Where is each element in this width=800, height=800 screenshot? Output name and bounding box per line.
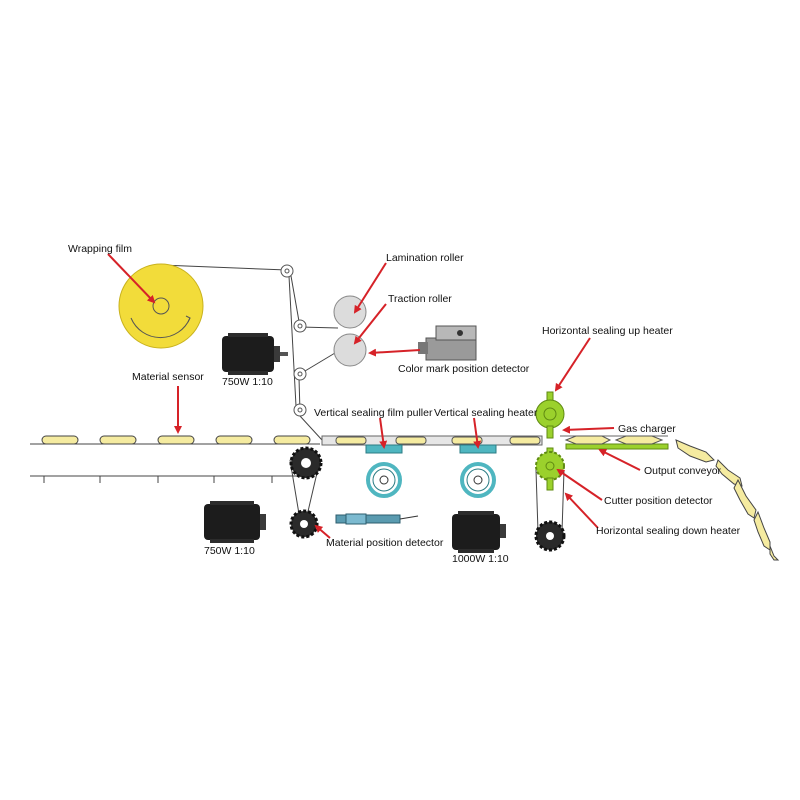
arrow-horizontal-up (554, 337, 591, 392)
arrow-cutter-detector (556, 468, 603, 501)
arrow-horizontal-down (564, 492, 599, 529)
label-vertical-heater: Vertical sealing heater (434, 407, 538, 419)
cutter-drive-chain (535, 469, 565, 533)
annotation-arrows (107, 253, 641, 539)
film-tube (321, 435, 543, 446)
label-material-sensor: Material sensor (132, 371, 204, 383)
arrow-wrapping-film (107, 253, 156, 304)
label-color-mark-detector: Color mark position detector (398, 363, 530, 375)
label-motor-top: 750W 1:10 (222, 376, 273, 388)
motor-right-1000w (452, 511, 506, 553)
label-motor-left: 750W 1:10 (204, 545, 255, 557)
material-position-detector-device (335, 513, 419, 525)
arrow-color-mark (368, 348, 421, 357)
arrow-lamination-roller (353, 262, 387, 314)
label-vertical-puller: Vertical sealing film puller (314, 407, 433, 419)
label-gas-charger: Gas charger (618, 423, 676, 435)
input-conveyor (30, 443, 321, 521)
conveyor-sprocket-lower (289, 509, 319, 539)
motor-left-750w (204, 501, 266, 543)
label-lamination-roller: Lamination roller (386, 252, 464, 264)
conveyor-sprocket-upper (289, 446, 323, 480)
idler-rollers (280, 264, 307, 417)
label-material-position-detector: Material position detector (326, 537, 444, 549)
wrapping-film-reel (118, 263, 204, 349)
arrow-vertical-puller (379, 417, 388, 449)
arrow-traction-roller (353, 303, 387, 345)
labels: Wrapping film Lamination roller Traction… (68, 243, 741, 565)
label-traction-roller: Traction roller (388, 293, 452, 305)
arrow-vertical-heater (473, 417, 482, 449)
label-wrapping-film: Wrapping film (68, 243, 132, 255)
label-horizontal-up-heater: Horizontal sealing up heater (542, 325, 673, 337)
motor-top-750w (222, 333, 288, 375)
vertical-sealing-blocks (365, 444, 497, 454)
horizontal-sealing-down-heater (535, 447, 565, 491)
label-horizontal-down-heater: Horizontal sealing down heater (596, 525, 741, 537)
input-products (41, 435, 311, 445)
color-mark-detector-device (418, 325, 477, 361)
arrow-gas-charger (562, 425, 615, 434)
horizontal-sealing-up-heater (535, 391, 565, 439)
traction-roller (333, 333, 367, 367)
vertical-sealing-wheel-right (460, 462, 496, 498)
output-conveyor (560, 435, 669, 450)
output-packages (675, 439, 780, 561)
arrow-material-position (314, 524, 331, 539)
lamination-roller (333, 295, 367, 329)
arrow-output-conveyor (598, 449, 641, 471)
label-motor-right: 1000W 1:10 (452, 553, 509, 565)
label-cutter-detector: Cutter position detector (604, 495, 713, 507)
cutter-sprocket (534, 520, 566, 552)
vertical-sealing-wheel-left (366, 462, 402, 498)
label-output-conveyor: Output conveyor (644, 465, 722, 477)
